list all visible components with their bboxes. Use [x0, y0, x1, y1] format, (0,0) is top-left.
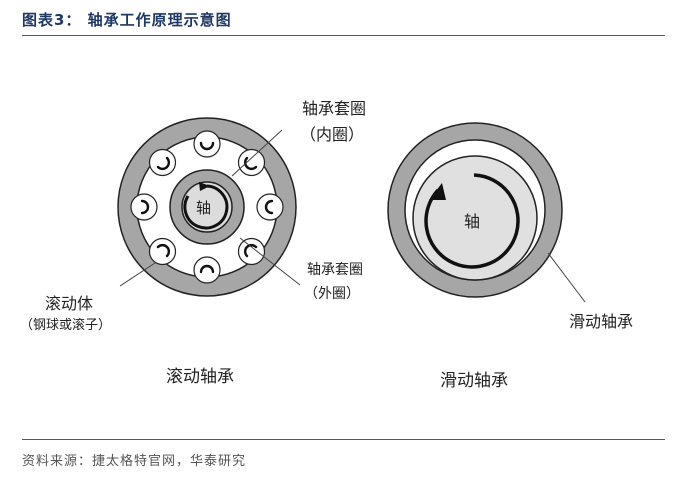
arrow-head-sliding — [429, 183, 446, 200]
inner-ring-sublabel: （内圈） — [300, 125, 365, 144]
outer-ring-sublabel: （外圈） — [304, 286, 360, 302]
rolling-ball — [130, 193, 158, 221]
shaft-label-sliding: 轴 — [464, 212, 481, 231]
rolling-ball — [237, 237, 266, 266]
shaft-sliding — [412, 155, 538, 281]
footer-divider — [22, 439, 665, 440]
sliding-side-label: 滑动轴承 — [569, 312, 634, 331]
rolling-ball — [237, 148, 266, 177]
rolling-ball — [148, 148, 177, 177]
leader-outer-ring — [239, 237, 301, 286]
rolling-ball — [193, 130, 221, 158]
shaft-rotation-arrow-sliding — [424, 173, 520, 269]
shaft-label-rolling: 轴 — [196, 199, 212, 217]
inner-ring-label: 轴承套圈 — [302, 99, 367, 118]
arrow-head — [199, 182, 210, 191]
rotation-mark — [156, 244, 170, 258]
rotation-mark — [199, 264, 215, 274]
rolling-balls — [130, 130, 284, 284]
sliding-caption: 滑动轴承 — [440, 371, 508, 391]
rolling-bearing — [117, 117, 301, 297]
rotation-mark — [140, 199, 150, 215]
outer-ring-label: 轴承套圈 — [307, 262, 363, 278]
rolling-caption: 滚动轴承 — [166, 367, 234, 387]
rolling-ball — [256, 193, 284, 221]
leader-sliding — [547, 252, 586, 303]
leader-rolling-body — [119, 262, 156, 287]
leader-inner-ring — [231, 129, 283, 177]
ball-rotation-marks — [140, 141, 274, 274]
rolling-ball — [193, 256, 221, 284]
rotation-mark — [199, 141, 215, 151]
shaft-rotation-arrow — [183, 184, 229, 230]
rolling-body-label: 滚动体 — [45, 294, 94, 313]
rolling-body-sublabel: （钢球或滚子） — [20, 318, 112, 333]
rotation-mark — [244, 244, 258, 258]
source-note: 资料来源：捷太格特官网，华泰研究 — [22, 454, 247, 469]
title-divider — [22, 35, 665, 36]
sliding-bearing — [387, 122, 586, 303]
rotation-mark — [156, 156, 170, 170]
shaft-rolling — [181, 181, 233, 233]
figure-title: 图表3： 轴承工作原理示意图 — [22, 11, 232, 29]
rotation-mark — [244, 156, 258, 170]
rotation-mark — [264, 199, 274, 215]
rolling-ball — [148, 237, 177, 266]
